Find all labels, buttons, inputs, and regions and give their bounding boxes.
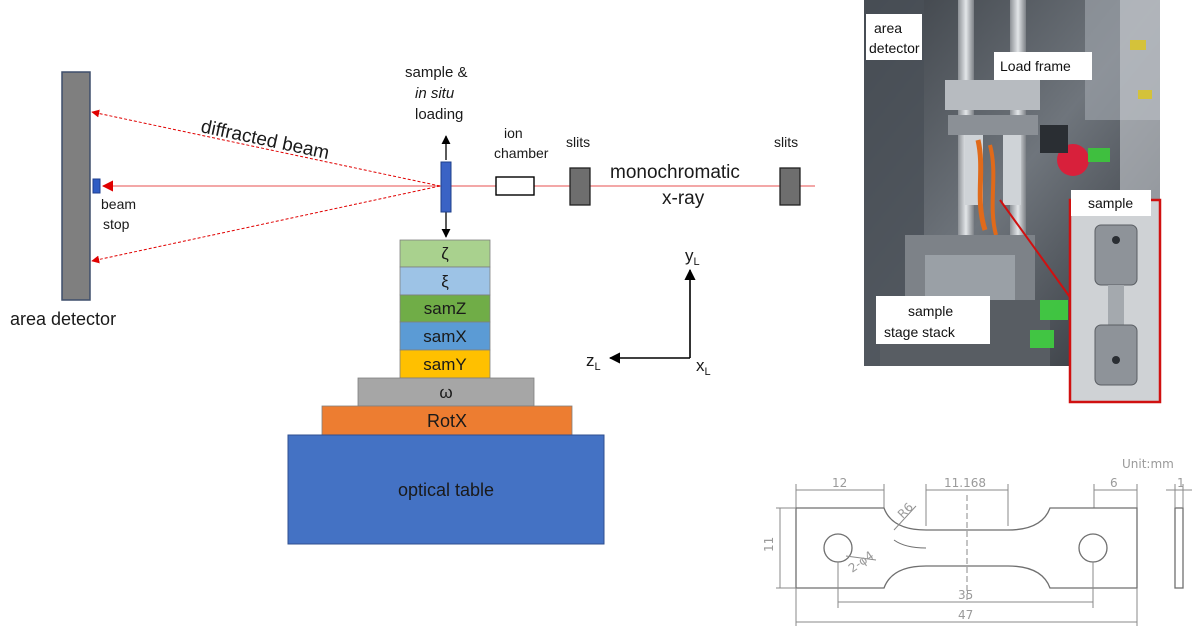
optical-table-label: optical table (398, 480, 494, 500)
slits-1 (569, 167, 591, 206)
ion-chamber-label-1: ion (504, 125, 523, 141)
lab-axes: yL zL xL (586, 246, 711, 378)
photo-area-detector-box (866, 14, 922, 60)
stage-samx-label: samX (423, 327, 466, 346)
beam-stop-label-2: stop (103, 216, 130, 232)
photo-stage-stack-box (876, 296, 990, 344)
stage-rotx-label: RotX (427, 411, 467, 431)
dim-6-label: 6 (1110, 476, 1118, 490)
optical-table (287, 434, 605, 545)
photo-area-detector-label-1: area (874, 20, 902, 36)
diffracted-beam-lower (91, 185, 441, 264)
z-axis-label: zL (586, 351, 601, 373)
dim-r6-label: R6 (895, 500, 916, 521)
x-axis-label: xL (696, 356, 711, 378)
stage-stack: ζ ξ samZ samX samY ω RotX optical table (287, 239, 605, 545)
dim-1-label: 1 (1177, 476, 1185, 490)
mono-xray-label-1: monochromatic (610, 162, 740, 183)
slits-2 (779, 167, 801, 206)
unit-label: Unit:mm (1122, 457, 1174, 471)
sample-loading-label-2: in situ (415, 85, 455, 102)
stage-zeta-label: ζ (441, 244, 449, 263)
specimen-side-view (1174, 507, 1184, 589)
photo-stage-stack-label-1: sample (908, 303, 953, 319)
stage-rotx (321, 405, 573, 436)
dim-47-label: 47 (958, 608, 973, 622)
beam-stop-label-1: beam (101, 196, 136, 212)
specimen-hole-right (1078, 533, 1108, 563)
stage-xi-label: ξ (441, 272, 449, 291)
stage-omega (357, 377, 535, 407)
photo-load-frame-box (994, 52, 1092, 80)
dim-12-label: 12 (832, 476, 847, 490)
area-detector-panel (61, 71, 91, 301)
ion-chamber-label-2: chamber (494, 145, 549, 161)
stage-samz-label: samZ (424, 299, 467, 318)
area-detector-label: area detector (10, 309, 116, 329)
beam-stop (92, 178, 101, 194)
photo-sample-box (1071, 190, 1151, 216)
mono-xray-label-2: x-ray (662, 188, 705, 209)
sample-bar (440, 161, 452, 213)
slits-label-1: slits (566, 134, 590, 150)
stage-samy-label: samY (423, 355, 466, 374)
setup-photo: area detector Load frame sample sample s… (864, 0, 1162, 404)
photo-area-detector-label-2: detector (869, 40, 920, 56)
specimen-drawing: Unit:mm 12 11.168 6 R6 2-φ4 11 (762, 457, 1192, 626)
slits-label-2: slits (774, 134, 798, 150)
stage-samy (399, 349, 491, 379)
ion-chamber (495, 176, 535, 196)
specimen-hole-left (823, 533, 853, 563)
y-axis-label: yL (685, 246, 700, 268)
photo-load-frame-label: Load frame (1000, 58, 1071, 74)
photo-sample-label: sample (1088, 195, 1133, 211)
sample-loading-label-1: sample & (405, 64, 468, 81)
diffracted-beam-upper (91, 109, 441, 187)
stage-xi (399, 266, 491, 296)
stage-zeta (399, 239, 491, 268)
stage-omega-label: ω (439, 383, 452, 402)
diffracted-beam-label: diffracted beam (199, 116, 331, 164)
stage-samx (399, 321, 491, 351)
sample-loading-label-3: loading (415, 106, 463, 123)
dim-hole-label: 2-φ4 (846, 548, 877, 575)
photo-stage-stack-label-2: stage stack (884, 324, 956, 340)
dim-11-label: 11 (762, 537, 776, 552)
dim-35-label: 35 (958, 588, 973, 602)
dim-11168-label: 11.168 (944, 476, 986, 490)
